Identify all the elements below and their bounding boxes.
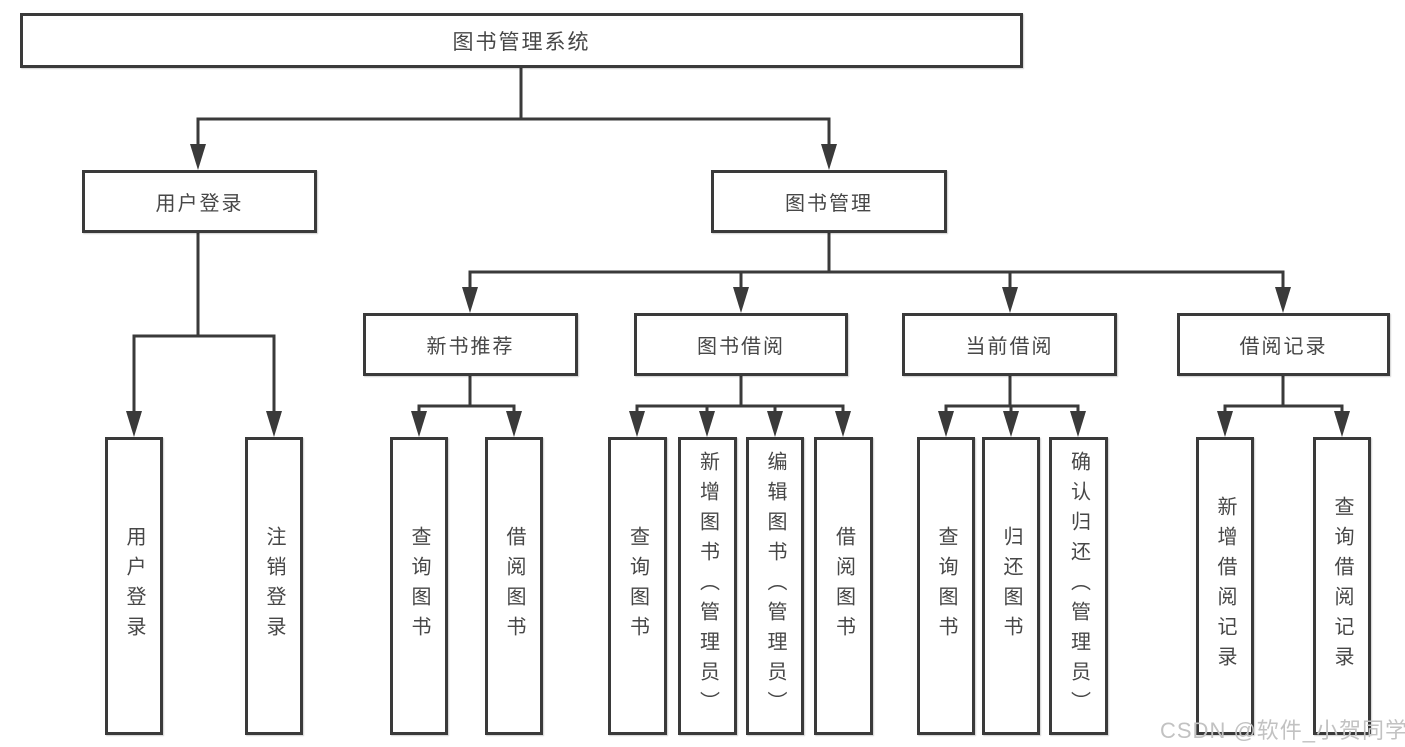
leaf-confirm-return-admin: 确认归还（管理员）: [1049, 437, 1108, 735]
leaf-query-borrow-record: 查询借阅记录: [1313, 437, 1371, 735]
leaf-query-books-current: 查询图书: [917, 437, 975, 735]
node-user-login: 用户登录: [82, 170, 317, 233]
node-borrowing-records: 借阅记录: [1177, 313, 1390, 376]
leaf-query-books-borrowing: 查询图书: [608, 437, 667, 735]
leaf-borrow-books-recommend: 借阅图书: [485, 437, 543, 735]
node-book-management: 图书管理: [711, 170, 947, 233]
leaf-edit-books-admin: 编辑图书（管理员）: [746, 437, 804, 735]
node-new-book-recommendation: 新书推荐: [363, 313, 578, 376]
node-current-borrowing: 当前借阅: [902, 313, 1117, 376]
leaf-logout: 注销登录: [245, 437, 303, 735]
leaf-add-borrow-record: 新增借阅记录: [1196, 437, 1254, 735]
leaf-user-login: 用户登录: [105, 437, 163, 735]
node-book-borrowing: 图书借阅: [634, 313, 848, 376]
leaf-return-books: 归还图书: [982, 437, 1040, 735]
node-library-management-system: 图书管理系统: [20, 13, 1023, 68]
csdn-watermark: CSDN @软件_小贺同学: [1160, 718, 1405, 743]
leaf-add-books-admin: 新增图书（管理员）: [678, 437, 737, 735]
leaf-query-books-recommend: 查询图书: [390, 437, 448, 735]
leaf-borrow-books-borrowing: 借阅图书: [814, 437, 873, 735]
